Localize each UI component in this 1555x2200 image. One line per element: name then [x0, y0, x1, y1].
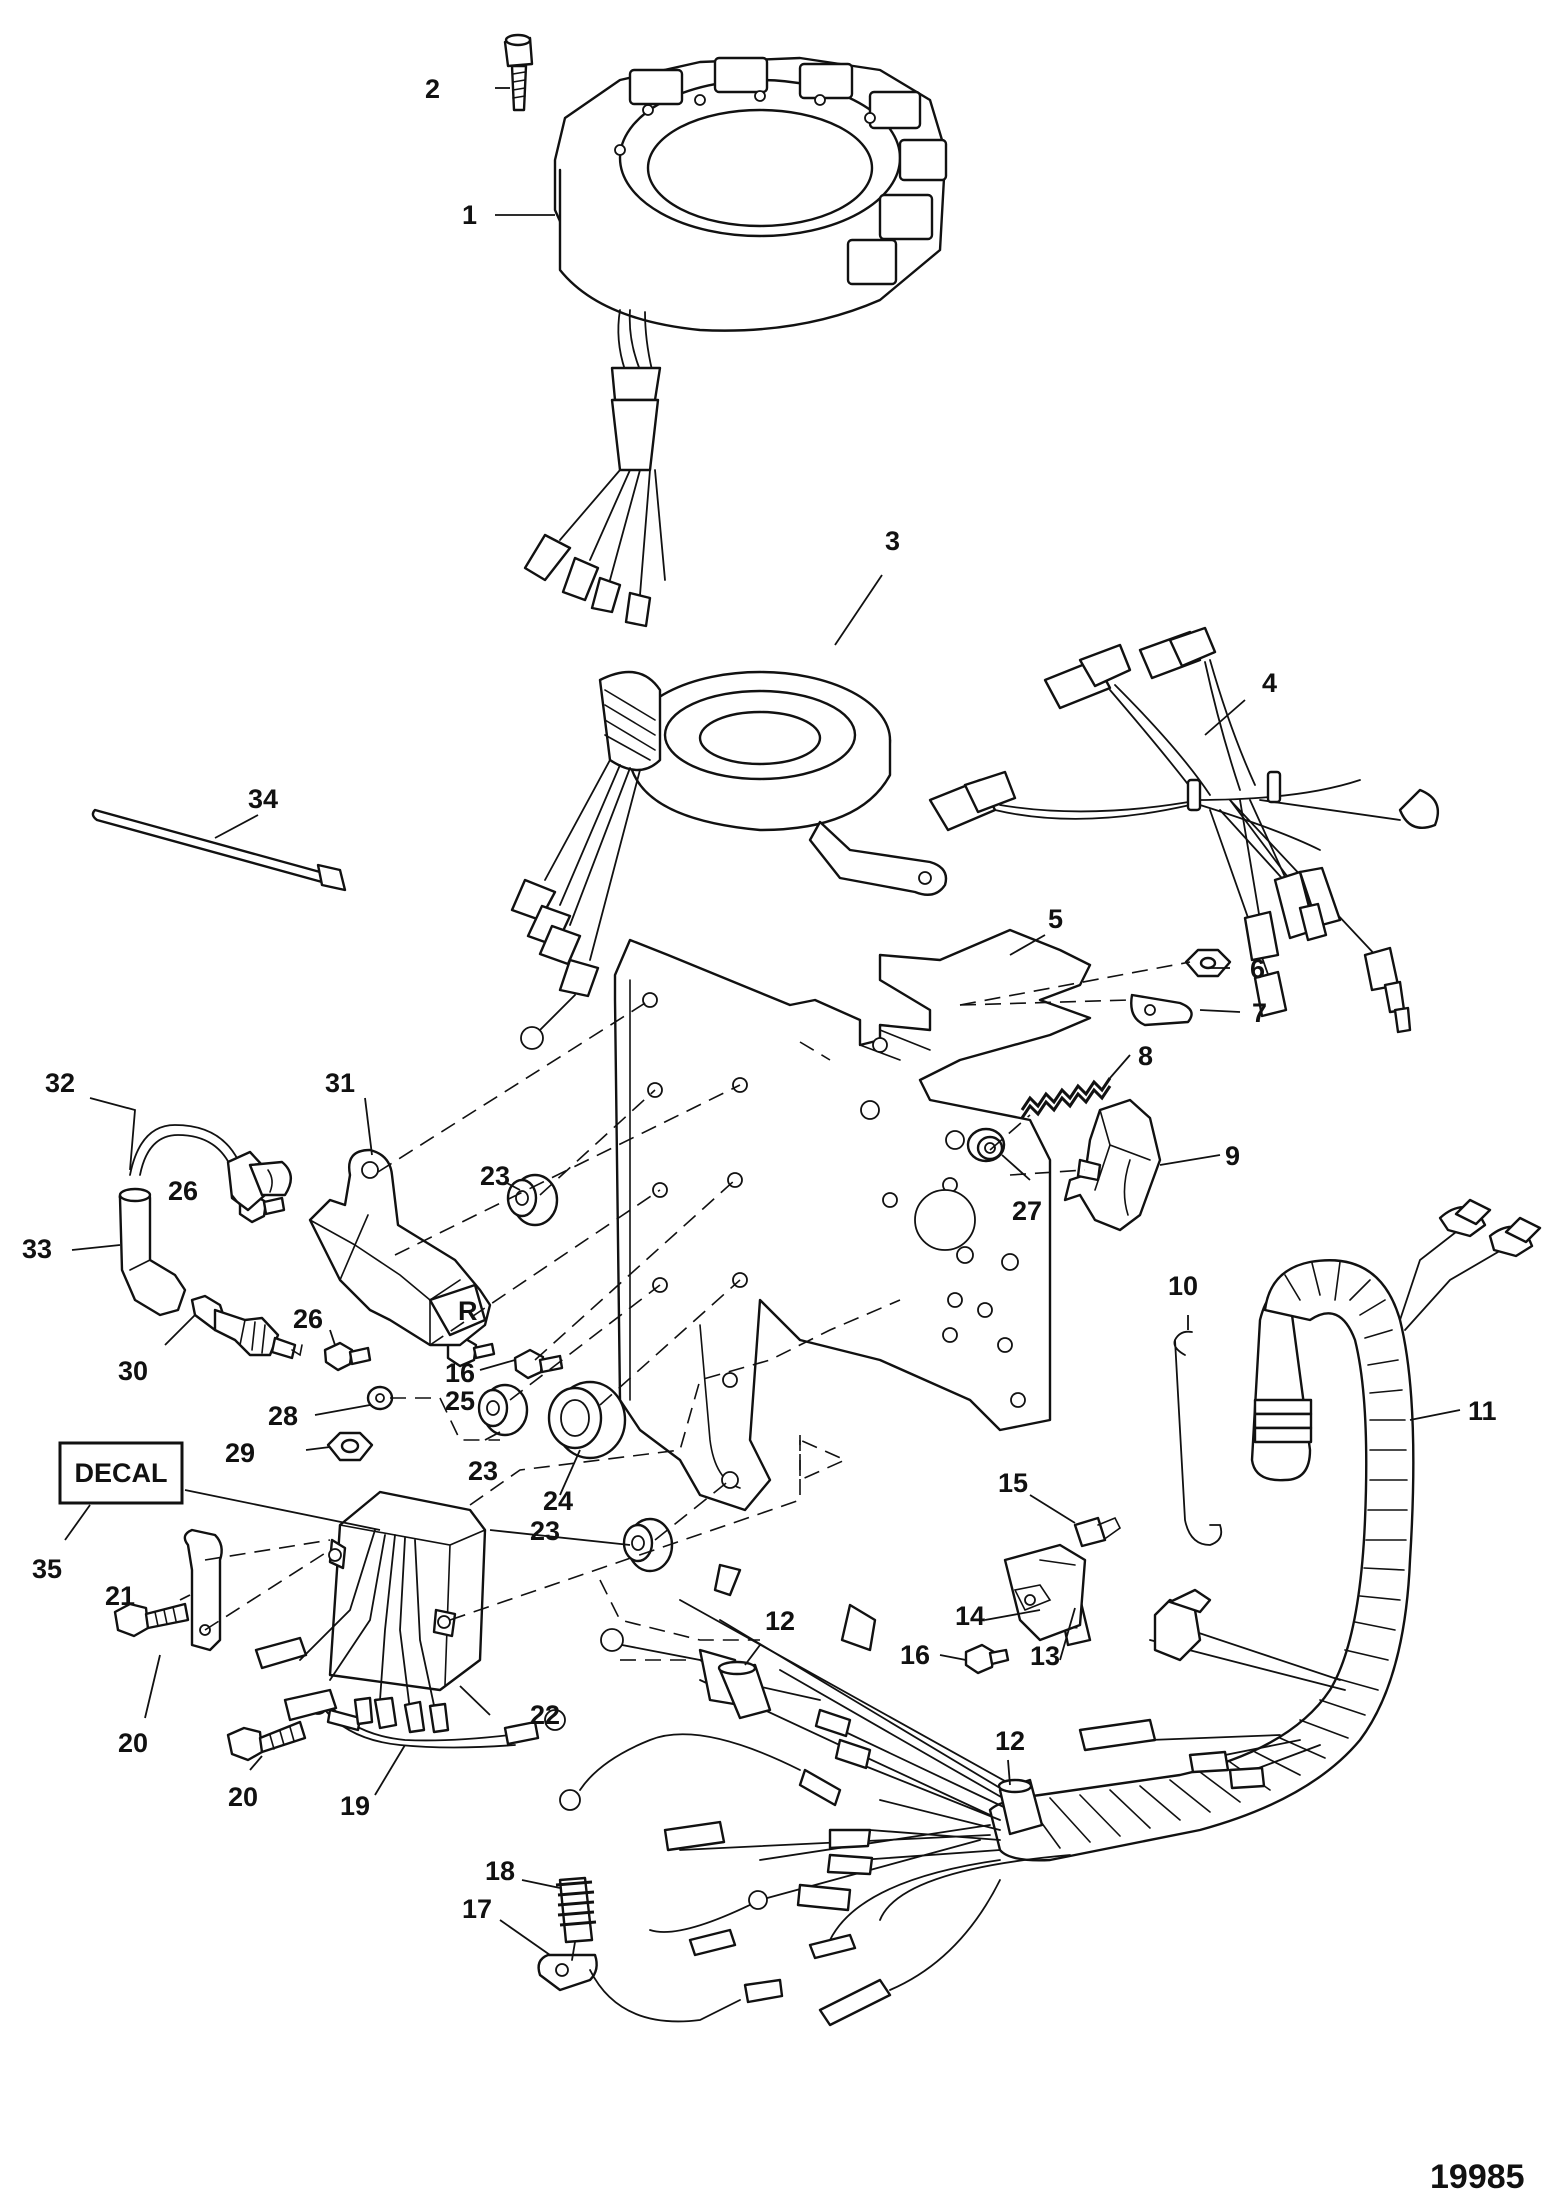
leader-lines — [64, 87, 1461, 1956]
callout-26-a: 26 — [168, 1176, 198, 1206]
cap-part-12a — [717, 1660, 772, 1720]
ignition-plate-part-5 — [613, 928, 1092, 1512]
nut-part-29 — [326, 1431, 374, 1462]
fuse-holder-part-14 — [1003, 1543, 1087, 1642]
callout-30: 30 — [118, 1356, 148, 1386]
stator-wire-leads — [523, 309, 666, 628]
callout-10: 10 — [1168, 1271, 1198, 1301]
callout-22: 22 — [530, 1700, 560, 1730]
callout-28: 28 — [268, 1401, 298, 1431]
figure-number: 19985 — [1430, 2158, 1525, 2196]
callout-7: 7 — [1252, 998, 1267, 1028]
bracket-part-9 — [1063, 1098, 1162, 1232]
grommet-part-23b — [477, 1383, 529, 1437]
callout-35: 35 — [32, 1554, 62, 1584]
decal-box: DECAL — [58, 1441, 184, 1505]
assembly-lines — [204, 961, 1191, 1661]
stator-pole-teeth — [628, 56, 948, 286]
callout-4: 4 — [1262, 668, 1277, 698]
callout-24: 24 — [543, 1486, 573, 1516]
callout-19: 19 — [340, 1791, 370, 1821]
callout-9: 9 — [1225, 1141, 1240, 1171]
screw-part-25 — [513, 1348, 564, 1380]
callout-11: 11 — [1468, 1396, 1497, 1426]
callout-20-b: 20 — [228, 1782, 258, 1812]
callout-18: 18 — [485, 1856, 515, 1886]
callout-26-b: 26 — [293, 1304, 323, 1334]
callout-23-a: 23 — [480, 1161, 510, 1191]
callout-23-c: 23 — [530, 1516, 560, 1546]
screw-part-26b — [323, 1341, 372, 1372]
clip-part-15 — [1073, 1516, 1122, 1548]
stator-part-1 — [523, 56, 948, 628]
callout-21: 21 — [105, 1581, 135, 1611]
grommet-part-24 — [547, 1380, 627, 1460]
clamp-part-21 — [183, 1528, 223, 1652]
callout-12-a: 12 — [765, 1606, 795, 1636]
spring-clip-part-10 — [1173, 1330, 1223, 1546]
ignition-coil-part-31: R — [308, 1148, 492, 1347]
callout-16-b: 16 — [900, 1640, 930, 1670]
callout-14: 14 — [955, 1601, 985, 1631]
callout-23-b: 23 — [468, 1456, 498, 1486]
callout-17: 17 — [462, 1894, 492, 1924]
callout-labels: 2 1 3 4 5 6 7 8 9 10 11 12 12 13 14 15 1… — [22, 74, 1497, 1924]
clip-part-7 — [1130, 993, 1193, 1027]
callout-13: 13 — [1030, 1641, 1060, 1671]
callout-32: 32 — [45, 1068, 75, 1098]
harness-part-4 — [928, 626, 1440, 1034]
decal-label: DECAL — [75, 1458, 168, 1488]
callout-8: 8 — [1138, 1041, 1153, 1071]
callout-33: 33 — [22, 1234, 52, 1264]
callout-20-a: 20 — [118, 1728, 148, 1758]
callout-2: 2 — [425, 74, 440, 104]
cap-part-12b — [997, 1778, 1044, 1836]
boot-part-33 — [118, 1187, 187, 1317]
callout-6: 6 — [1250, 954, 1265, 984]
callout-16-a: 16 — [445, 1358, 475, 1388]
callout-25: 25 — [445, 1386, 475, 1416]
bushing-part-27 — [966, 1127, 1006, 1163]
callout-12-b: 12 — [995, 1726, 1025, 1756]
bolt-part-20a — [113, 1602, 190, 1638]
bolt-part-20b — [226, 1720, 307, 1762]
callout-27: 27 — [1012, 1196, 1042, 1226]
grommet-part-23a — [506, 1173, 559, 1227]
coil-mark: R — [458, 1296, 478, 1326]
callout-5: 5 — [1048, 904, 1063, 934]
spark-plug-part-30 — [190, 1294, 303, 1360]
washer-part-28 — [366, 1385, 394, 1411]
callout-31: 31 — [325, 1068, 355, 1098]
ht-lead-part-32 — [129, 1124, 292, 1212]
callout-3: 3 — [885, 526, 900, 556]
trigger-part-3 — [510, 670, 948, 1050]
callout-1: 1 — [462, 200, 477, 230]
module-part-22 — [254, 1490, 487, 1734]
spring-part-8 — [1020, 1077, 1112, 1119]
ground-wire-part-17 — [537, 1953, 784, 2023]
callout-15: 15 — [998, 1468, 1028, 1498]
spring-part-18 — [555, 1876, 597, 1961]
nut-part-6 — [1184, 948, 1232, 978]
callout-29: 29 — [225, 1438, 255, 1468]
grommet-part-23c — [622, 1517, 674, 1573]
screw-part-16b — [964, 1643, 1010, 1675]
cable-tie-part-34 — [91, 808, 347, 892]
screw-part-2 — [503, 33, 534, 112]
callout-34: 34 — [248, 784, 278, 814]
